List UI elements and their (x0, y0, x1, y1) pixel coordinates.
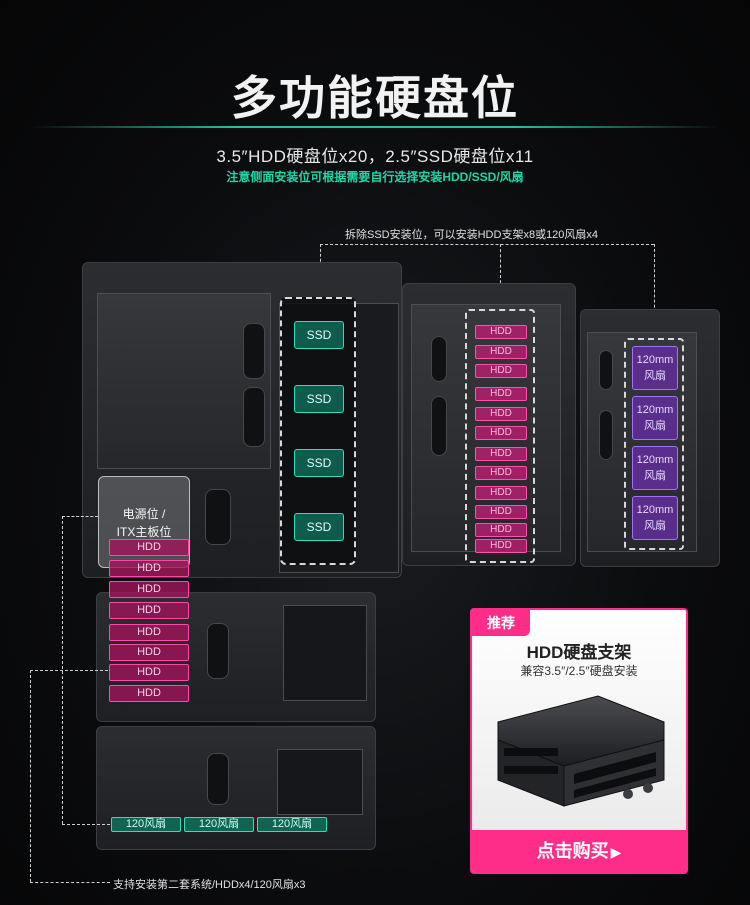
connector-line (30, 670, 31, 882)
cable-grommet (431, 336, 447, 382)
cable-grommet (599, 410, 613, 460)
connector-line (320, 244, 654, 245)
connector-line (500, 244, 501, 309)
hdd-slot: HDD (475, 466, 527, 480)
cable-grommet (243, 387, 265, 447)
spec-subtitle: 3.5″HDD硬盘位x20，2.5″SSD硬盘位x11 (216, 147, 534, 166)
hdd-bracket-image (497, 695, 665, 807)
fan-slot: 120风扇 (111, 817, 181, 832)
hdd-slot: HDD (109, 602, 189, 619)
ssd-slot: SSD (294, 321, 344, 349)
fan-slot: 120风扇 (257, 817, 327, 832)
buy-now-button[interactable]: 点击购买▶ (472, 830, 686, 872)
hdd-slot: HDD (109, 539, 189, 556)
fan-slot: 120风扇 (184, 817, 254, 832)
hdd-slot: HDD (109, 581, 189, 598)
hdd-slot: HDD (475, 486, 527, 500)
hdd-slot: HDD (475, 539, 527, 553)
page-title: 多功能硬盘位 (231, 72, 519, 124)
play-triangle-icon: ▶ (610, 844, 622, 860)
callout-top: 拆除SSD安装位，可以安装HDD支架x8或120风扇x4 (345, 229, 599, 241)
hdd-bracket-zone: HDD HDD HDD HDD HDD HDD HDD HDD HDD HDD … (465, 309, 535, 563)
hdd-slot: HDD (475, 523, 527, 537)
connector-line (62, 516, 98, 517)
callout-bottom: 支持安装第二套系统/HDDx4/120风扇x3 (113, 879, 306, 891)
ssd-slot: SSD (294, 385, 344, 413)
ssd-slot: SSD (294, 449, 344, 477)
hdd-slot: HDD (109, 664, 189, 681)
cable-grommet (599, 350, 613, 390)
cable-grommet (431, 396, 447, 456)
hdd-slot: HDD (475, 364, 527, 378)
connector-line (30, 670, 108, 671)
ssd-slot: SSD (294, 513, 344, 541)
hdd-slot: HDD (109, 685, 189, 702)
motherboard-tray (97, 293, 271, 469)
promo-badge: 推荐 (472, 610, 530, 636)
hdd-slot: HDD (475, 505, 527, 519)
hdd-slot: HDD (475, 447, 527, 461)
buy-now-label: 点击购买 (536, 841, 609, 861)
hdd-slot: HDD (475, 387, 527, 401)
hdd-slot: HDD (475, 407, 527, 421)
hdd-slot: HDD (475, 345, 527, 359)
hdd-slot: HDD (475, 426, 527, 440)
cable-grommet (205, 489, 231, 545)
connector-line (654, 244, 655, 338)
connector-line (62, 824, 110, 825)
cable-grommet (207, 753, 229, 805)
connector-line (30, 882, 110, 883)
fan-mount (283, 605, 367, 701)
install-note: 注意侧面安装位可根据需要自行选择安装HDD/SSD/风扇 (226, 170, 524, 184)
fan-mount (277, 749, 363, 815)
cable-grommet (243, 323, 265, 379)
hdd-slot: HDD (109, 560, 189, 577)
ssd-bracket-zone: SSD SSD SSD SSD (280, 297, 356, 565)
promo-subtitle: 兼容3.5″/2.5″硬盘安装 (520, 664, 638, 678)
promo-card[interactable]: 推荐 HDD硬盘支架 兼容3.5″/2.5″硬盘安装 点击购买▶ (470, 608, 688, 874)
hdd-slot: HDD (109, 644, 189, 661)
hdd-slot: HDD (109, 624, 189, 641)
promo-title: HDD硬盘支架 (526, 643, 632, 662)
hdd-slot: HDD (475, 325, 527, 339)
title-divider (30, 126, 720, 128)
cable-grommet (207, 623, 229, 679)
